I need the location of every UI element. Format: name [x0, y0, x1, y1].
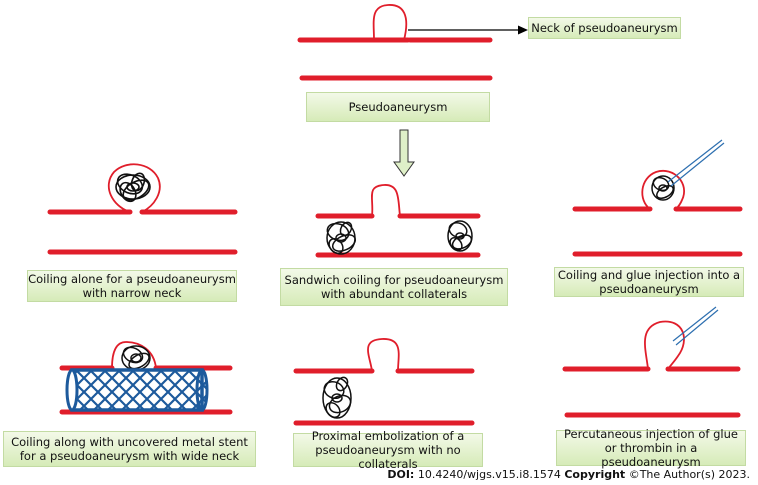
label-proximal-embolization: Proximal embolization of a pseudoaneurys… — [293, 429, 483, 471]
label-pseudoaneurysm: Pseudoaneurysm — [306, 92, 490, 122]
panel-stent — [59, 341, 233, 415]
label-percutaneous: Percutaneous injection of glue or thromb… — [556, 427, 746, 469]
panel-sandwich-coiling — [315, 184, 481, 258]
label-sandwich-coiling: Sandwich coiling for pseudoaneurysm with… — [280, 268, 508, 306]
coil-mass — [115, 172, 151, 203]
citation-footer: DOI: 10.4240/wjgs.v15.i8.1574 Copyright … — [387, 468, 750, 481]
label-stent: Coiling along with uncovered metal stent… — [3, 431, 256, 467]
needle-icon — [667, 139, 725, 187]
stent-icon — [65, 368, 209, 412]
panel-coiling-glue — [572, 139, 743, 257]
copyright-label: Copyright — [564, 468, 626, 481]
coil-mass — [121, 345, 151, 371]
coil-mass — [322, 376, 352, 419]
doi-value: 10.4240/wjgs.v15.i8.1574 — [417, 468, 561, 481]
coil-mass-proximal — [326, 221, 357, 255]
panel-coiling-alone — [47, 163, 238, 255]
needle-icon — [672, 306, 719, 346]
top-pseudoaneurysm — [297, 4, 493, 81]
coil-mass-distal — [447, 220, 473, 252]
down-arrow — [393, 129, 415, 177]
panel-percutaneous — [562, 306, 741, 418]
coil-mass — [651, 175, 675, 201]
label-neck-of-pseudoaneurysm: Neck of pseudoaneurysm — [528, 17, 681, 39]
label-coiling-alone: Coiling alone for a pseudoaneurysm with … — [27, 270, 237, 302]
copyright-value: ©The Author(s) 2023. — [628, 468, 750, 481]
panel-proximal-embolization — [293, 338, 475, 426]
label-coiling-glue: Coiling and glue injection into a pseudo… — [554, 267, 744, 297]
neck-pointer-arrow — [408, 25, 528, 35]
doi-label: DOI: — [387, 468, 415, 481]
